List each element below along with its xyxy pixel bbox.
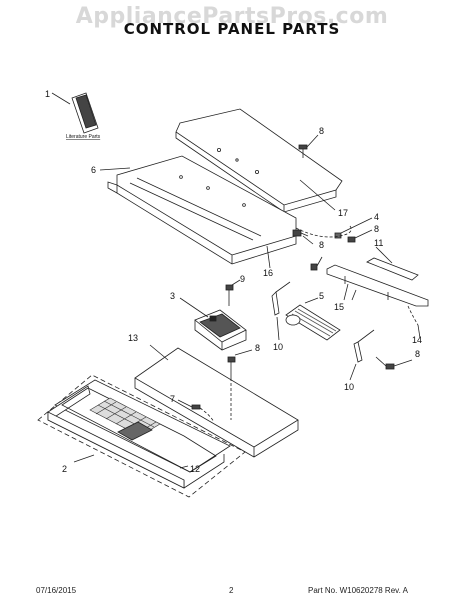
leader-7 (177, 399, 193, 408)
leader-3 (179, 297, 209, 318)
watermark: AppliancePartsPros.com (75, 4, 389, 29)
leader-5 (304, 297, 319, 304)
control-fascia-12 (47, 379, 231, 489)
callout-8-base: 8 (255, 343, 260, 353)
leader-9 (231, 279, 241, 286)
leader-15a (343, 283, 349, 301)
screw-8-lower-right (375, 356, 395, 370)
footer-page-number: 2 (229, 586, 234, 595)
leader-14 (417, 324, 421, 339)
callout-2: 2 (62, 464, 67, 474)
footer-date: 07/16/2015 (36, 586, 77, 595)
callout-17: 17 (338, 208, 348, 218)
footer-part-number: Part No. W10620278 Rev. A (308, 586, 408, 595)
literature-booklet (71, 92, 99, 134)
callout-6: 6 (91, 165, 96, 175)
callout-8-housing: 8 (319, 240, 324, 250)
clip-7 (191, 404, 201, 410)
callout-10-right: 10 (344, 382, 354, 392)
bracket-10-left (271, 281, 291, 316)
callout-15: 15 (334, 302, 344, 312)
side-bracket-14 (326, 264, 429, 307)
leader-15b (351, 289, 357, 301)
leader-6 (99, 167, 131, 171)
callout-9: 9 (240, 274, 245, 284)
control-panel-housing (107, 155, 297, 265)
assembly-outline (37, 374, 246, 498)
leader-12 (179, 465, 189, 469)
callout-8-side: 8 (374, 224, 379, 234)
callout-7: 7 (170, 394, 175, 404)
control-board-3 (194, 309, 247, 351)
callout-5: 5 (319, 291, 324, 301)
callout-13: 13 (128, 333, 138, 343)
screw-9 (225, 284, 234, 306)
leader-1 (51, 92, 71, 105)
callout-3: 3 (170, 291, 175, 301)
bracket-rail-11 (366, 257, 419, 281)
screw-8-bracket (310, 263, 318, 271)
leader-2 (73, 454, 95, 463)
leader-17 (299, 179, 336, 211)
callout-1: 1 (45, 89, 50, 99)
callout-numbers: 1 6 8 17 4 8 11 8 16 9 3 5 15 13 10 8 14… (45, 89, 422, 474)
page-title: CONTROL PANEL PARTS (123, 20, 341, 38)
rear-cover-13 (134, 347, 299, 458)
callout-14: 14 (412, 335, 422, 345)
leader-13 (149, 344, 169, 361)
callout-4: 4 (374, 212, 379, 222)
bracket-10-right (353, 329, 375, 363)
callout-8-lower-right: 8 (415, 349, 420, 359)
literature-label: Literature Parts (66, 134, 101, 140)
fan-motor-5 (285, 304, 341, 341)
callout-12: 12 (190, 464, 200, 474)
screw-8-housing (292, 229, 309, 237)
callout-10-left: 10 (273, 342, 283, 352)
callout-8-top: 8 (319, 126, 324, 136)
callout-16: 16 (263, 268, 273, 278)
leader-16 (266, 245, 271, 269)
washer-4 (334, 232, 342, 239)
callout-11: 11 (374, 238, 383, 248)
screw-8-base (227, 356, 236, 378)
screw-8-side (347, 236, 356, 243)
